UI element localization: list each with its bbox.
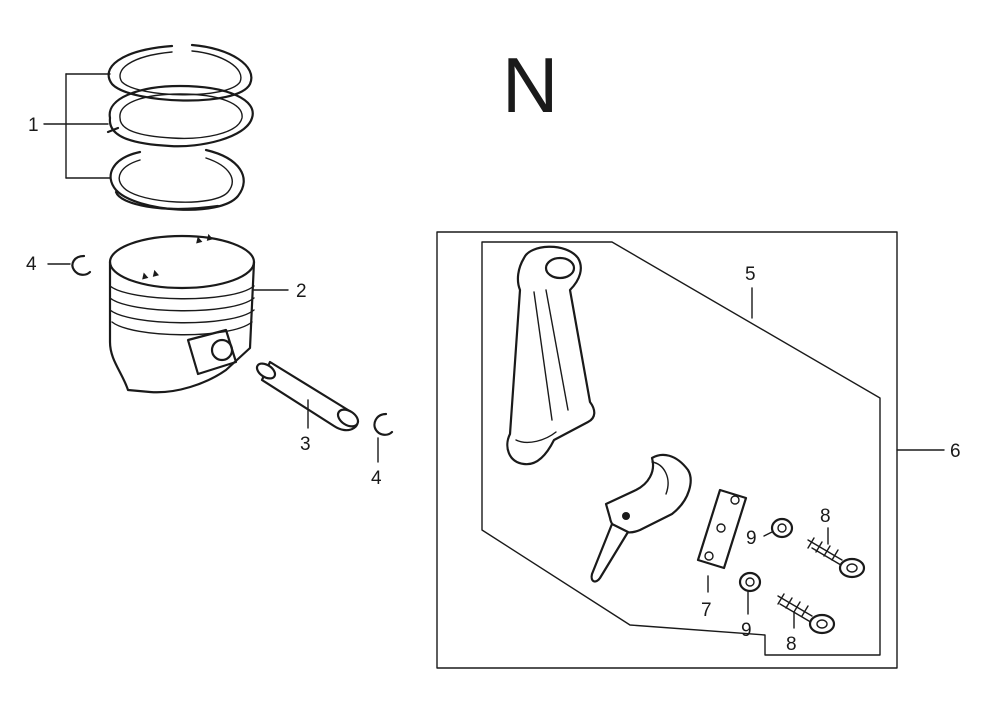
callout-5: 5	[745, 264, 756, 285]
rod-group-outline-5	[481, 241, 881, 656]
callout-8-upper: 8	[820, 506, 831, 527]
rod-bolt-lower	[777, 593, 836, 635]
callout-7: 7	[701, 600, 712, 621]
piston-pin-clip-left	[47, 254, 92, 276]
callout-6: 6	[950, 441, 961, 462]
rod-bolt-upper	[807, 527, 866, 579]
section-letter: N	[502, 41, 558, 129]
washer-upper	[763, 517, 794, 539]
piston-rings	[106, 43, 254, 211]
callout-2: 2	[296, 281, 307, 302]
piston: ▲▲ ▲▲	[108, 230, 289, 394]
callout-1: 1	[28, 115, 39, 136]
callout-9-upper: 9	[746, 528, 757, 549]
callout-bracket-1	[43, 73, 111, 179]
connecting-rod	[506, 245, 596, 466]
kit-outline-6	[436, 231, 898, 669]
rod-cap	[590, 453, 692, 583]
piston-pin-clip-right	[373, 412, 394, 463]
callout-3: 3	[300, 434, 311, 455]
svg-text:▲▲: ▲▲	[138, 266, 162, 283]
callout-4-left: 4	[26, 254, 37, 275]
svg-text:▲▲: ▲▲	[192, 230, 216, 247]
callout-8-lower: 8	[786, 634, 797, 655]
piston-pin	[255, 360, 360, 432]
callout-9-lower: 9	[741, 620, 752, 641]
callout-4-right: 4	[371, 468, 382, 489]
lock-plate	[696, 488, 748, 593]
washer-lower	[738, 571, 762, 615]
